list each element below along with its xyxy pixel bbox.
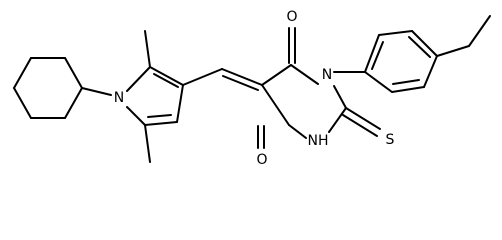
pyrimidine-bond [261, 64, 292, 86]
pyrimidine-nh-label: NH [308, 133, 329, 149]
cyclohexyl-bond [13, 87, 32, 119]
thione-sulfur-label: S [386, 132, 395, 148]
pyrrole-double-bond [147, 114, 172, 118]
thione-bond-inner [342, 114, 378, 137]
pyrrole-bond [176, 84, 184, 123]
pyrrole-bond [126, 66, 151, 92]
aryl-bond [364, 34, 380, 73]
pyrimidine-n1-label: N [322, 67, 332, 83]
pyrimidine-bond [328, 107, 347, 133]
aryl-double-bond [371, 41, 384, 70]
pyrimidine-bond [333, 85, 347, 109]
pyrrole-bond [126, 106, 146, 126]
upper-methyl-bond [144, 30, 151, 68]
pyrimidine-bond [288, 124, 307, 139]
aryl-ring [364, 30, 438, 93]
pyrimidine-ring [261, 64, 347, 139]
pyrimidine-bond [261, 84, 290, 126]
pyrrole-bond [149, 66, 184, 86]
cyclohexyl-ring [13, 57, 83, 119]
ethyl-bond [436, 45, 470, 57]
aryl-bond [411, 30, 438, 57]
pyrrole-bond [144, 121, 178, 126]
lower-methyl-bond [144, 124, 151, 163]
aryl-double-bond [392, 79, 420, 85]
molecule-canvas: N N NH O O S [13, 9, 491, 168]
ring-nitrogen-label: N [114, 90, 124, 106]
cyclohexyl-bond [13, 57, 32, 89]
molecule-structure: N N NH O O S [13, 9, 491, 168]
aryl-bond [378, 30, 413, 36]
cyclohexyl-bond [64, 87, 83, 119]
pyrimidine-bond [290, 64, 319, 85]
vinyl-bond [182, 68, 223, 86]
aryl-bond [391, 86, 425, 93]
upper-oxygen-label: O [286, 9, 297, 25]
aryl-double-bond [408, 36, 431, 58]
pyrrole-ring [126, 66, 184, 126]
thione-bond [345, 107, 381, 130]
aryl-bond [364, 71, 393, 93]
cyclohexyl-bond [64, 57, 83, 89]
n-cyclohexyl-bond [81, 87, 112, 96]
lower-oxygen-label: O [256, 152, 267, 168]
ethyl-bond [468, 15, 491, 47]
pyrrole-double-bond [153, 73, 179, 88]
exocyclic-double-bond [221, 68, 263, 86]
aryl-bond [423, 55, 438, 88]
exocyclic-double-bond-inner [222, 75, 259, 91]
